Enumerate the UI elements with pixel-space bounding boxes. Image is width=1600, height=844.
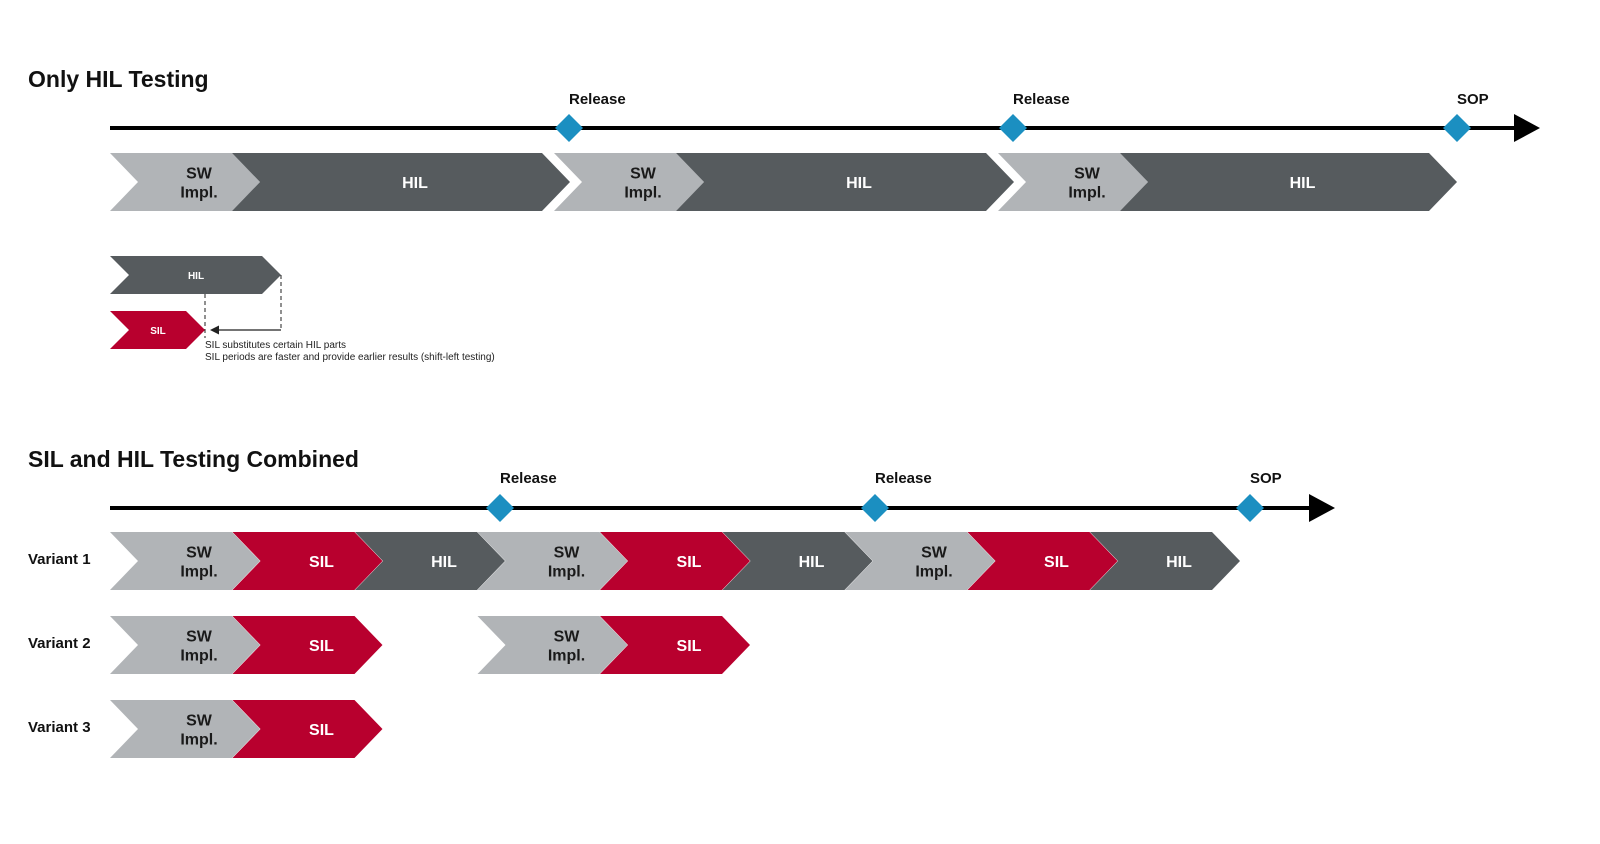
- variant-row-1: SW Impl. SIL HIL SW Impl. SIL HIL SW Impl. SIL HIL: [110, 532, 1240, 590]
- v3-segment-2-sil-chevron: [232, 700, 383, 758]
- v1-segment-5-sil-label-line-1: SIL: [677, 554, 702, 571]
- v1-segment-1-sw-label-line-2: Impl.: [180, 564, 217, 581]
- v1-segment-4-sw-label-line-2: Impl.: [548, 564, 585, 581]
- s1-segment-3-sw-label-line-2: Impl.: [624, 185, 661, 202]
- milestone-marker-s2-2: [861, 494, 889, 522]
- milestone-label-s1-sop: SOP: [1457, 91, 1489, 108]
- v2-segment-1-sw-chevron: [110, 616, 260, 674]
- v2-segment-2-sil-chevron: [232, 616, 383, 674]
- variant-row-3: SW Impl. SIL: [110, 700, 383, 758]
- v1-segment-6-hil-label-line-1: HIL: [799, 554, 825, 571]
- v1-segment-6-hil-chevron: [722, 532, 873, 590]
- s1-segment-2-hil-label-line-1: HIL: [402, 175, 428, 192]
- v1-segment-8-sil-label-line-1: SIL: [1044, 554, 1069, 571]
- v3-segment-1-sw-chevron: [110, 700, 260, 758]
- timeline-arrowhead-s1: [1514, 114, 1540, 142]
- v1-segment-3-hil-label-line-1: HIL: [431, 554, 457, 571]
- v3-segment-1-sw-label-line-1: SW: [186, 713, 213, 730]
- s1-segment-6-hil-label-line-1: HIL: [1290, 175, 1316, 192]
- legend: HIL SIL: [110, 256, 282, 349]
- v2-segment-3-sw-label-line-2: Impl.: [548, 648, 585, 665]
- legend-note-line-2: SIL periods are faster and provide earli…: [205, 352, 495, 363]
- timeline-arrowhead-s2: [1309, 494, 1335, 522]
- v1-segment-8-sil-chevron: [967, 532, 1118, 590]
- s1-segment-1-sw-label-line-1: SW: [186, 166, 213, 183]
- milestone-label-s2-release-2: Release: [875, 470, 932, 487]
- s1-segment-1-sw-label-line-2: Impl.: [180, 185, 217, 202]
- legend-hil-chevron: [110, 256, 281, 294]
- section-title-sil-hil-combined: SIL and HIL Testing Combined: [28, 446, 359, 472]
- variant-row-2: SW Impl. SIL SW Impl. SIL: [110, 616, 750, 674]
- v3-segment-1-sw-label-line-2: Impl.: [180, 732, 217, 749]
- v3-segment-2-sil-label-line-1: SIL: [309, 722, 334, 739]
- v1-segment-4-sw-label-line-1: SW: [554, 545, 581, 562]
- milestones-s2: [486, 494, 1264, 522]
- legend-note-line-1: SIL substitutes certain HIL parts: [205, 340, 346, 351]
- v1-segment-9-hil-chevron: [1090, 532, 1240, 590]
- s1-segment-4-hil-label-line-1: HIL: [846, 175, 872, 192]
- v2-segment-4-sil-chevron: [600, 616, 750, 674]
- v1-segment-3-hil-chevron: [355, 532, 505, 590]
- milestone-marker-s1-1: [555, 114, 583, 142]
- milestone-marker-s2-1: [486, 494, 514, 522]
- s1-segment-5-sw-chevron: [998, 153, 1148, 211]
- s1-segment-6-hil-chevron: [1120, 153, 1457, 211]
- s1-segment-3-sw-chevron: [554, 153, 704, 211]
- s1-segment-2-hil-chevron: [232, 153, 570, 211]
- v1-segment-2-sil-chevron: [232, 532, 383, 590]
- v1-segment-4-sw-chevron: [477, 532, 628, 590]
- s1-segment-5-sw-label-line-1: SW: [1074, 166, 1101, 183]
- legend-sil-chevron: [110, 311, 205, 349]
- v1-segment-5-sil-chevron: [600, 532, 750, 590]
- milestone-label-s1-release-2: Release: [1013, 91, 1070, 108]
- s1-segment-4-hil-chevron: [676, 153, 1014, 211]
- variant-label-2: Variant 2: [28, 635, 91, 652]
- legend-shift-arrowhead: [210, 325, 219, 335]
- v2-segment-3-sw-label-line-1: SW: [554, 629, 581, 646]
- milestone-label-s2-sop: SOP: [1250, 470, 1282, 487]
- v1-segment-9-hil-label-line-1: HIL: [1166, 554, 1192, 571]
- legend-hil-label: HIL: [188, 271, 204, 282]
- v1-segment-7-sw-label-line-2: Impl.: [915, 564, 952, 581]
- v2-segment-1-sw-label-line-2: Impl.: [180, 648, 217, 665]
- variant-label-1: Variant 1: [28, 551, 91, 568]
- v1-segment-1-sw-chevron: [110, 532, 260, 590]
- phase-row-s1: SW Impl. HIL SW Impl. HIL SW Impl. HIL: [110, 153, 1457, 211]
- variant-label-3: Variant 3: [28, 719, 91, 736]
- section-title-hil-only: Only HIL Testing: [28, 66, 209, 92]
- milestone-marker-s2-3: [1236, 494, 1264, 522]
- v2-segment-4-sil-label-line-1: SIL: [677, 638, 702, 655]
- v2-segment-1-sw-label-line-1: SW: [186, 629, 213, 646]
- milestone-marker-s1-2: [999, 114, 1027, 142]
- legend-sil-label: SIL: [150, 326, 166, 337]
- milestones-s1: [555, 114, 1471, 142]
- v2-segment-2-sil-label-line-1: SIL: [309, 638, 334, 655]
- milestone-label-s2-release-1: Release: [500, 470, 557, 487]
- s1-segment-1-sw-chevron: [110, 153, 260, 211]
- milestone-marker-s1-3: [1443, 114, 1471, 142]
- v1-segment-1-sw-label-line-1: SW: [186, 545, 213, 562]
- v2-segment-3-sw-chevron: [477, 616, 628, 674]
- v1-segment-2-sil-label-line-1: SIL: [309, 554, 334, 571]
- v1-segment-7-sw-label-line-1: SW: [921, 545, 948, 562]
- milestone-label-s1-release-1: Release: [569, 91, 626, 108]
- s1-segment-3-sw-label-line-1: SW: [630, 166, 657, 183]
- s1-segment-5-sw-label-line-2: Impl.: [1068, 185, 1105, 202]
- v1-segment-7-sw-chevron: [845, 532, 995, 590]
